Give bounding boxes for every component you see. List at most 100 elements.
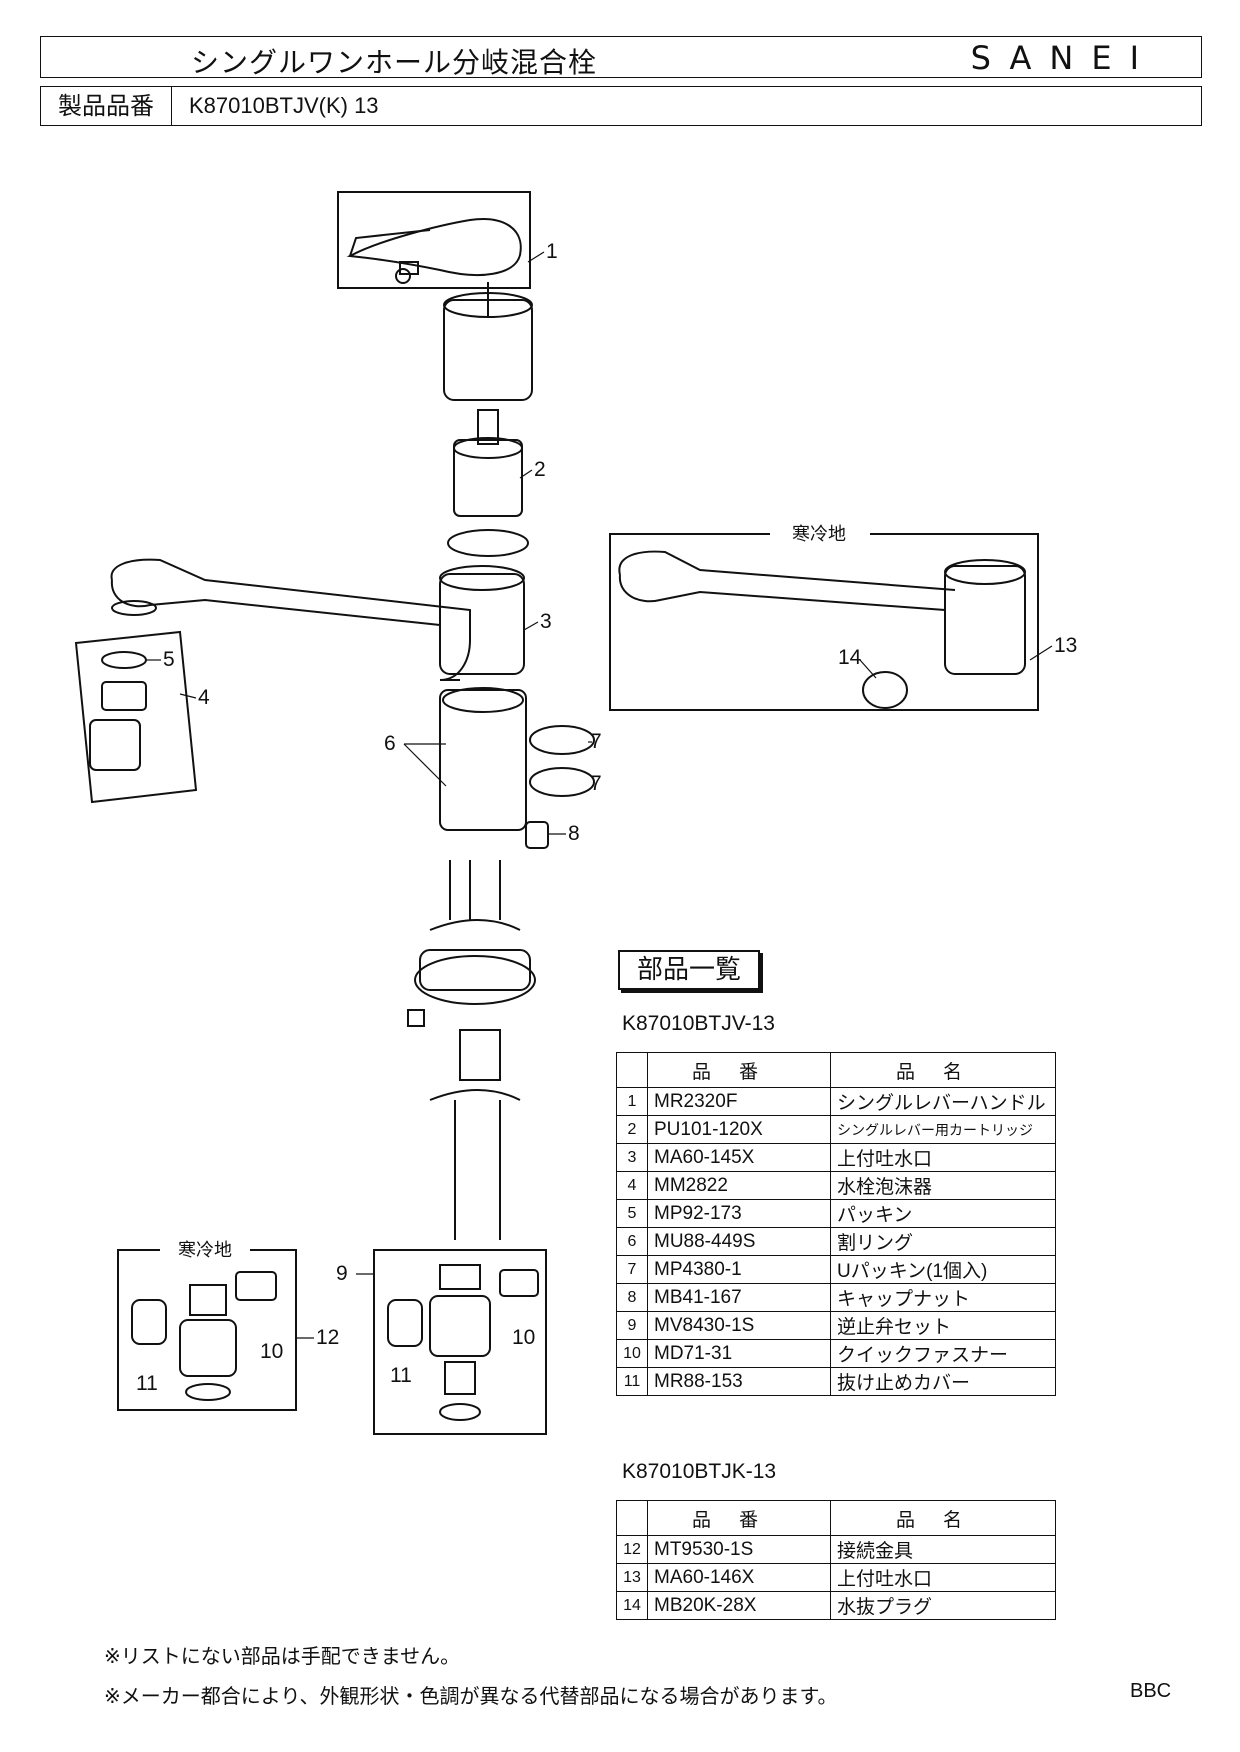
row-part-number: MA60-146X xyxy=(647,1563,831,1592)
row-part-number: MP92-173 xyxy=(647,1199,831,1228)
o-ring xyxy=(447,529,529,557)
row-part-name: 逆止弁セット xyxy=(830,1311,1056,1340)
spout-13-arm xyxy=(618,550,956,591)
row-part-name: 水抜プラグ xyxy=(830,1591,1056,1620)
aerator-packing xyxy=(101,651,147,669)
row-no: 4 xyxy=(616,1171,648,1200)
row-part-number: MV8430-1S xyxy=(647,1311,831,1340)
row-no: 14 xyxy=(616,1591,648,1620)
cap-nut xyxy=(525,821,549,849)
model-label: 製品品番 xyxy=(41,87,172,125)
handle-frame xyxy=(337,191,531,289)
cover-11-b xyxy=(131,1299,167,1345)
note-substitute-parts: ※メーカー都合により、外観形状・色調が異なる代替部品になる場合があります。 xyxy=(104,1684,838,1708)
row-part-number: PU101-120X xyxy=(647,1115,831,1144)
row-no: 2 xyxy=(616,1115,648,1144)
row-no: 11 xyxy=(616,1367,648,1396)
row-part-name: 水栓泡沫器 xyxy=(830,1171,1056,1200)
valve-body xyxy=(429,1295,491,1357)
note-unlisted-parts: ※リストにない部品は手配できません。 xyxy=(104,1644,461,1668)
row-part-name: 割リング xyxy=(830,1227,1056,1256)
callout-7b: 7 xyxy=(590,772,602,795)
row-no: 12 xyxy=(616,1535,648,1564)
cover-11 xyxy=(387,1299,423,1347)
callout-1: 1 xyxy=(546,240,558,263)
body-top xyxy=(442,687,524,713)
aerator-frame xyxy=(74,630,198,804)
row-no: 8 xyxy=(616,1283,648,1312)
hoses-lower xyxy=(454,1100,501,1240)
table-b-model: K87010BTJK-13 xyxy=(622,1460,777,1483)
column-header-part-number: 品番 xyxy=(647,1052,831,1088)
break-line xyxy=(429,919,521,931)
aerator-cap xyxy=(89,719,141,771)
handle-part xyxy=(346,218,522,276)
row-part-name: 上付吐水口 xyxy=(830,1563,1056,1592)
row-part-number: MB20K-28X xyxy=(647,1591,831,1620)
cold-region-label-main: 寒冷地 xyxy=(792,524,846,544)
row-part-name: シングルレバーハンドル xyxy=(830,1087,1056,1116)
row-no: 9 xyxy=(616,1311,648,1340)
row-part-name: 上付吐水口 xyxy=(830,1143,1056,1172)
row-no: 5 xyxy=(616,1199,648,1228)
row-part-name: Uパッキン(1個入) xyxy=(830,1255,1056,1284)
table-header-row: 品番 品名 xyxy=(616,1500,1056,1536)
spout-arm-lower xyxy=(110,579,441,626)
brand-logo: SANEI xyxy=(970,39,1157,77)
callout-7a: 7 xyxy=(590,730,602,753)
row-part-number: MU88-449S xyxy=(647,1227,831,1256)
callout-8: 8 xyxy=(568,822,580,845)
u-packing-2 xyxy=(529,767,595,797)
callout-5: 5 xyxy=(163,648,175,671)
row-part-name: 抜け止めカバー xyxy=(830,1367,1056,1396)
row-no: 10 xyxy=(616,1339,648,1368)
aerator-mesh xyxy=(101,681,147,711)
row-part-number: MR88-153 xyxy=(647,1367,831,1396)
callout-4: 4 xyxy=(198,686,210,709)
spout-body xyxy=(439,573,525,675)
cartridge-stem xyxy=(477,409,499,445)
row-part-number: MB41-167 xyxy=(647,1283,831,1312)
table-header-row: 品番 品名 xyxy=(616,1052,1056,1088)
callout-10-b: 10 xyxy=(260,1340,283,1363)
spout-13-top xyxy=(944,559,1026,585)
cartridge-top xyxy=(453,437,523,459)
connector-body xyxy=(179,1319,237,1377)
row-no: 13 xyxy=(616,1563,648,1592)
row-part-name: 接続金具 xyxy=(830,1535,1056,1564)
handle-screw-head xyxy=(395,268,411,284)
break-line-2 xyxy=(429,1089,521,1101)
connector-washer xyxy=(185,1383,231,1401)
base-flange xyxy=(414,955,536,1005)
row-part-name: シングルレバー用カートリッジ xyxy=(830,1115,1056,1144)
callout-12: 12 xyxy=(316,1326,339,1349)
spout-13-body xyxy=(944,565,1026,675)
base-screw xyxy=(407,1009,425,1027)
callout-6: 6 xyxy=(384,732,396,755)
row-part-number: MP4380-1 xyxy=(647,1255,831,1284)
parts-list-title: 部品一覧 xyxy=(618,950,760,990)
spout-arm xyxy=(110,558,471,681)
drain-plug xyxy=(862,671,908,709)
cartridge-part xyxy=(453,439,523,517)
base-body xyxy=(419,949,531,991)
row-no: 3 xyxy=(616,1143,648,1172)
valve-core xyxy=(444,1361,476,1395)
title-row: シングルワンホール分岐混合栓 SANEI xyxy=(40,36,1202,79)
column-header-part-number: 品番 xyxy=(647,1500,831,1536)
